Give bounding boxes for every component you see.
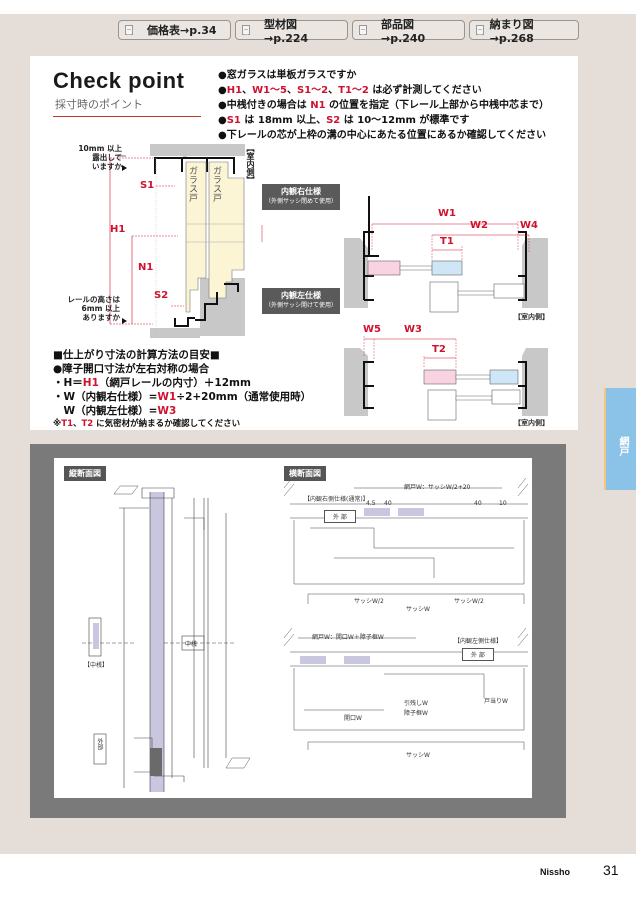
dim-label-s2: S2 — [154, 290, 169, 301]
calculation-guide: ■仕上がり寸法の計算方法の目安■ ●障子開口寸法が左右対称の場合 ・H＝H1（網… — [53, 348, 311, 430]
plan-left-title: 内観左仕様 — [281, 291, 321, 300]
screen-width-left-dim: 網戸W：開口W＋障子框W — [312, 634, 384, 641]
checkpoint-list: ●窓ガラスは単板ガラスですか ●H1、W1〜5、S1〜2、T1〜2 は必ず計測し… — [218, 68, 549, 143]
left-spec-label: 【内観左側仕様】 — [454, 638, 503, 645]
link-label: 価格表→p.34 — [147, 24, 217, 37]
sash-half-right-dim: サッシW/2 — [454, 598, 484, 605]
calc-note: ※T1、T2 に気密材が納まるか確認してください — [53, 419, 241, 429]
checkpoint-item: ●下レールの芯が上枠の溝の中心にあたる位置にあるか確認してください — [218, 130, 547, 141]
sash-half-left-dim: サッシW/2 — [354, 598, 384, 605]
profile-drawing-link-button[interactable]: 型材図→p.224 — [235, 18, 348, 45]
outside-label: 外部 — [96, 738, 103, 750]
glass-door-label: ガラス戸 — [211, 166, 221, 202]
sash-width-dim: サッシW — [406, 606, 430, 613]
sash-width-dim: サッシW — [406, 752, 430, 759]
door-stop-width-dim: 戸当りW — [484, 698, 508, 705]
plan-left-tag: 内観左仕様 （外側サッシ開けて使用） — [262, 288, 340, 314]
document-icon — [242, 25, 250, 35]
calc-line: W（内観左仕様）=W3 — [53, 405, 177, 417]
dim-40: 40 — [474, 500, 482, 507]
link-label: 型材図→p.224 — [263, 17, 309, 45]
document-icon — [125, 25, 133, 35]
document-icon — [359, 25, 367, 35]
room-side-label: 【室内側】 — [514, 313, 549, 321]
vertical-section-drawing — [82, 485, 251, 792]
calc-line: ・W（内観右仕様）=W1÷2+20mm（通常使用時） — [53, 391, 312, 403]
section-index-tab[interactable]: 網戸 — [604, 388, 636, 490]
section-index-label: 網戸 — [617, 436, 628, 456]
room-side-label: 【室内側】 — [246, 144, 255, 184]
dim-label-n1: N1 — [138, 262, 154, 273]
dim-label-w3: W3 — [404, 324, 422, 335]
vertical-section-tag: 縦断面図 — [64, 466, 106, 481]
dim-10: 10 — [499, 500, 507, 507]
link-label: 部品図→p.240 — [380, 17, 426, 45]
dim-label-t2: T2 — [432, 344, 446, 355]
horizontal-section-drawing — [283, 477, 529, 750]
plan-right-tag: 内観右仕様 （外側サッシ閉めて使用） — [262, 184, 340, 210]
document-icon — [476, 25, 484, 35]
dim-label-s1: S1 — [140, 180, 155, 191]
calc-case: ●障子開口寸法が左右対称の場合 — [53, 363, 210, 375]
dim-label-h1: H1 — [110, 224, 126, 235]
dim-4-5: 4.5 — [366, 500, 376, 507]
opening-width-dim: 開口W — [344, 715, 362, 722]
dim-label-w2: W2 — [470, 220, 488, 231]
checkpoint-title: Check point — [53, 68, 185, 93]
technical-drawing-frame: 縦断面図 横断面図 中桟 — [30, 444, 566, 818]
link-label: 納まり図→p.268 — [489, 17, 534, 45]
calc-heading: ■仕上がり寸法の計算方法の目安■ — [53, 349, 220, 361]
brand-name: Nissho — [540, 867, 571, 877]
page-link-bar: 価格表→p.34 型材図→p.224 部品図→p.240 納まり図→p.268 — [118, 18, 579, 45]
dim-label-w5: W5 — [363, 324, 381, 335]
plan-right-diagram — [344, 196, 548, 313]
plan-right-title: 内観右仕様 — [281, 187, 321, 196]
checkpoint-item: ●窓ガラスは単板ガラスですか — [218, 70, 357, 81]
page-number: 31 — [603, 862, 619, 878]
screen-width-right-dim: 網戸W：サッシW/2+20 — [404, 484, 471, 491]
horizontal-section-tag: 横断面図 — [284, 466, 326, 481]
plan-left-subtitle: （外側サッシ開けて使用） — [264, 302, 337, 309]
title-divider — [53, 116, 201, 117]
glass-door-label: ガラス戸 — [187, 166, 197, 202]
right-spec-label: 【内観右側仕様(通常)】 — [304, 496, 369, 503]
checkpoint-item: ●H1、W1〜5、S1〜2、T1〜2 は必ず計測してください — [218, 85, 482, 96]
middle-rail-bracket-label: 【中桟】 — [84, 662, 109, 669]
vertical-section-diagram — [109, 144, 263, 338]
pull-remaining-width-dim: 引残しW — [404, 700, 428, 707]
room-side-label: 【室内側】 — [514, 419, 549, 427]
price-table-link-button[interactable]: 価格表→p.34 — [118, 20, 231, 40]
dim-40: 40 — [384, 500, 392, 507]
checkpoint-subtitle: 採寸時のポイント — [55, 98, 143, 111]
dim-label-w1: W1 — [438, 208, 456, 219]
checkpoint-item: ●中桟付きの場合は N1 の位置を指定（下レール上部から中桟中芯まで） — [218, 100, 550, 111]
rail-exposure-note: 10mm 以上露出していますか — [78, 144, 122, 171]
checkpoint-card: Check point 採寸時のポイント ●窓ガラスは単板ガラスですか ●H1、… — [30, 56, 578, 430]
dim-label-t1: T1 — [440, 236, 454, 247]
dim-label-w4: W4 — [520, 220, 538, 231]
outside-box-label: 外 部 — [462, 648, 494, 661]
outside-box-label: 外 部 — [324, 510, 356, 523]
parts-drawing-link-button[interactable]: 部品図→p.240 — [352, 18, 465, 45]
frame-width-dim: 障子框W — [404, 710, 428, 717]
calc-line: ・H＝H1（網戸レールの内寸）＋12mm — [53, 377, 251, 389]
middle-rail-label: 中桟 — [185, 641, 198, 648]
installation-drawing-link-button[interactable]: 納まり図→p.268 — [469, 18, 579, 45]
plan-right-subtitle: （外側サッシ閉めて使用） — [264, 198, 337, 205]
technical-drawing-sheet: 縦断面図 横断面図 中桟 — [54, 458, 532, 798]
checkpoint-item: ●S1 は 18mm 以上、S2 は 10〜12mm が標準です — [218, 115, 470, 126]
plan-left-diagram — [344, 336, 548, 421]
